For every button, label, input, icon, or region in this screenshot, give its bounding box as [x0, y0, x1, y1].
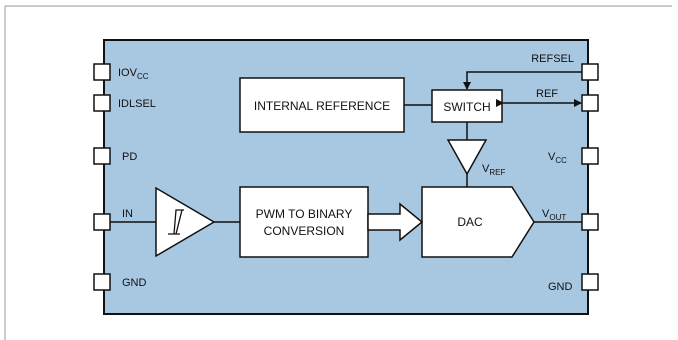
pin-iovcc: IOVCC	[93, 63, 149, 81]
pin-gnd-right: GND	[548, 273, 599, 293]
pwm-label-line2: CONVERSION	[264, 224, 345, 238]
pin-vcc: VCC	[548, 147, 599, 165]
pwm-label-line1: PWM TO BINARY	[256, 207, 353, 221]
internal-reference-label: INTERNAL REFERENCE	[254, 99, 390, 113]
pin-gnd-left: GND	[93, 273, 147, 291]
pin-sub-vout: OUT	[549, 213, 566, 222]
pin-sub-iovcc: CC	[137, 72, 149, 81]
pin-label-iovcc: IOV	[118, 67, 138, 79]
pin-label-vcc: V	[548, 151, 556, 163]
pwm-to-binary-block: PWM TO BINARY CONVERSION	[239, 186, 369, 258]
pin-label-pd: PD	[122, 151, 137, 163]
pin-label-in: IN	[122, 208, 133, 220]
vref-label: V	[482, 163, 490, 175]
pin-idlsel: IDLSEL	[93, 94, 156, 112]
pin-label-vout: V	[542, 208, 550, 220]
internal-reference-block: INTERNAL REFERENCE	[239, 77, 405, 133]
pin-pd: PD	[93, 147, 137, 165]
pin-label-gnd-left: GND	[122, 277, 147, 289]
vref-sub-label: REF	[489, 168, 505, 177]
pin-refsel: REFSEL	[531, 53, 599, 81]
hysteresis-icon	[168, 209, 184, 235]
pin-ref: REF	[536, 88, 599, 112]
switch-block: SWITCH	[431, 89, 503, 123]
pin-label-ref: REF	[536, 88, 558, 100]
vref-buffer	[446, 139, 488, 176]
svg-text:VCC: VCC	[548, 151, 567, 165]
schmitt-trigger-buffer	[155, 186, 216, 258]
pin-label-refsel: REFSEL	[531, 53, 574, 65]
svg-text:VOUT: VOUT	[542, 208, 566, 222]
wire-refsel-to-switch	[463, 71, 582, 90]
svg-text:VREF: VREF	[482, 163, 505, 177]
dac-label: DAC	[457, 215, 483, 229]
bus-arrow-pwm-to-dac	[367, 202, 424, 242]
pin-label-idlsel: IDLSEL	[118, 98, 156, 110]
pin-sub-vcc: CC	[555, 156, 567, 165]
dac-block: DAC	[421, 186, 535, 258]
svg-text:IOVCC: IOVCC	[118, 67, 149, 81]
switch-label: SWITCH	[443, 100, 490, 114]
pin-label-gnd-right: GND	[548, 281, 573, 293]
